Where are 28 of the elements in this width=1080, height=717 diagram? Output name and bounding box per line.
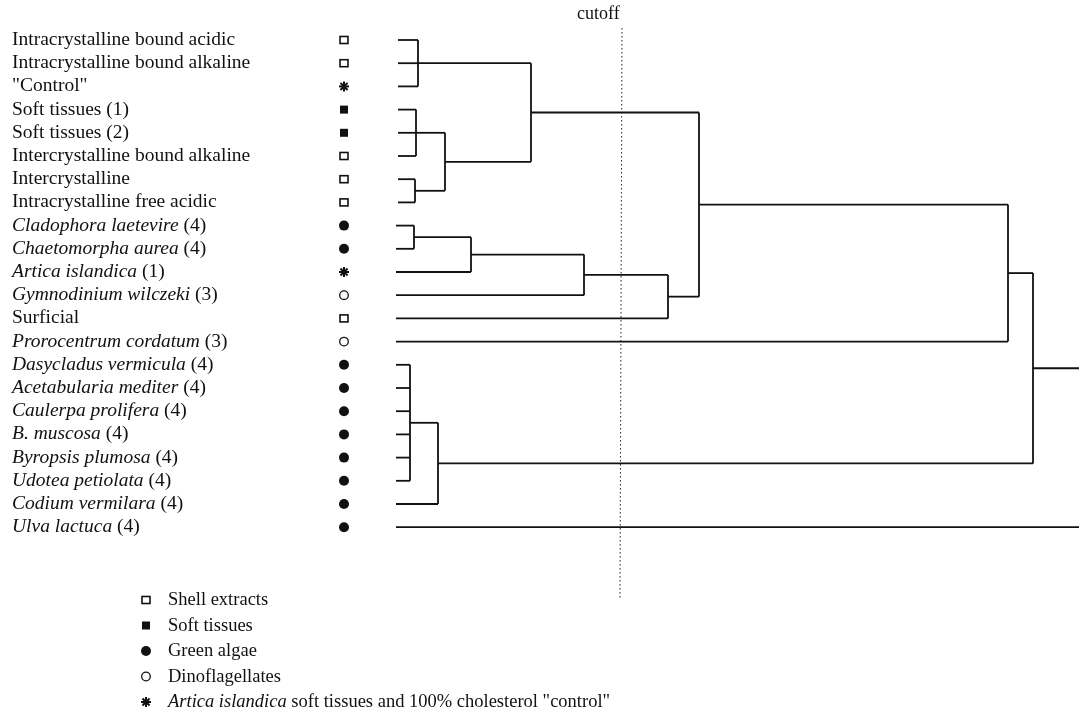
leaf-label: Codium vermilara (4) (12, 493, 184, 513)
leaf-label: Cladophora laetevire (4) (12, 214, 207, 235)
leaf-label: Intracrystalline bound alkaline (12, 52, 251, 72)
leaf-label: Soft tissues (2) (12, 121, 129, 142)
leaf-label: Artica islandica (1) (12, 261, 165, 281)
leaf-label: Acetabularia mediter (4) (12, 377, 206, 397)
leaf-label: Gymnodinium wilczeki (3) (12, 284, 218, 304)
leaf-label: Dasycladus vermicula (4) (12, 353, 214, 374)
leaf-label: Prorocentrum cordatum (3) (12, 330, 228, 351)
leaf-label: Byropsis plumosa (4) (12, 446, 179, 467)
legend-label: Shell extracts (168, 590, 269, 609)
leaf-label: Ulva lactuca (4) (12, 516, 140, 536)
legend-label: Artica islandica soft tissues and 100% cholesterol "control" (168, 692, 611, 711)
leaf-label: Intracrystalline free acidic (12, 191, 217, 211)
leaf-label: Soft tissues (1) (12, 98, 129, 119)
leaf-label: Udotea petiolata (4) (12, 469, 172, 490)
cutoff-label: cutoff (577, 4, 620, 22)
legend-label: Green algae (168, 641, 257, 660)
leaf-label: Surficial (12, 307, 80, 327)
legend-label: Soft tissues (168, 615, 253, 634)
leaf-label: Caulerpa prolifera (4) (12, 400, 187, 420)
leaf-label: "Control" (12, 75, 88, 95)
leaf-label: Chaetomorpha aurea (4) (12, 237, 207, 258)
leaf-label: Intercrystalline bound alkaline (12, 145, 251, 165)
leaf-label: Intercrystalline (12, 168, 131, 188)
legend-label: Dinoflagellates (168, 666, 281, 685)
leaf-label: Intracrystalline bound acidic (12, 29, 236, 49)
leaf-label: B. muscosa (4) (12, 423, 129, 443)
